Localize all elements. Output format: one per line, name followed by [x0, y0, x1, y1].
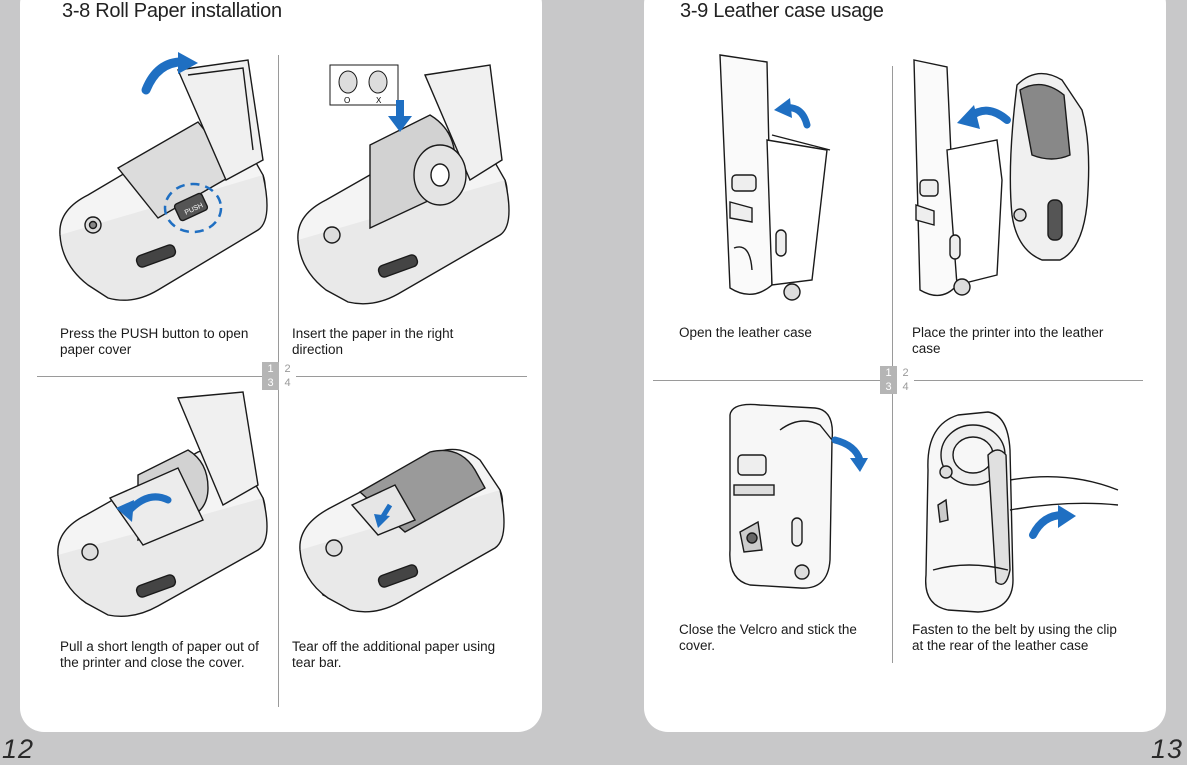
case-open-illustration: [719, 54, 831, 301]
right-step-3-caption: Close the Velcro and stick the cover.: [679, 622, 857, 653]
right-step-1-caption: Open the leather case: [679, 325, 812, 340]
quad-key-4: 4: [897, 380, 914, 394]
quad-key-3: 3: [880, 380, 897, 394]
right-quadrant-key: 1 2 3 4: [880, 366, 914, 394]
printer-insert-roll-illustration: O X: [297, 64, 510, 305]
left-page-number: 12: [2, 734, 35, 764]
case-insert-printer-illustration: [913, 59, 1090, 297]
right-page-number: 13: [1151, 734, 1184, 764]
right-step-4-caption: Fasten to the belt by using the clip at …: [912, 622, 1117, 653]
left-section-title: 3-8 Roll Paper installation: [62, 0, 282, 22]
printer-open-push-button-illustration: PUSH: [59, 52, 268, 301]
left-step-2-caption: Insert the paper in the right direction: [292, 326, 454, 357]
right-section-title: 3-9 Leather case usage: [680, 0, 884, 22]
left-quadrant-key: 1 2 3 4: [262, 362, 296, 390]
orientation-mark-correct: O: [344, 96, 350, 105]
case-closed-illustration: [729, 403, 868, 589]
printer-tear-paper-illustration: [299, 448, 505, 613]
quad-key-1: 1: [880, 366, 897, 380]
left-step-3-caption: Pull a short length of paper out of the …: [60, 639, 259, 670]
quad-key-3: 3: [262, 376, 279, 390]
orientation-mark-wrong: X: [376, 96, 382, 105]
left-step-1-caption: Press the PUSH button to open paper cove…: [60, 326, 249, 357]
left-step-4-caption: Tear off the additional paper using tear…: [292, 639, 496, 670]
quad-key-1: 1: [262, 362, 279, 376]
printer-pull-paper-illustration: [57, 391, 268, 618]
case-belt-clip-illustration: [924, 411, 1119, 613]
right-divider-vertical: [892, 66, 893, 663]
quad-key-2: 2: [897, 366, 914, 380]
quad-key-4: 4: [279, 376, 296, 390]
quad-key-2: 2: [279, 362, 296, 376]
right-step-2-caption: Place the printer into the leather case: [912, 325, 1104, 356]
